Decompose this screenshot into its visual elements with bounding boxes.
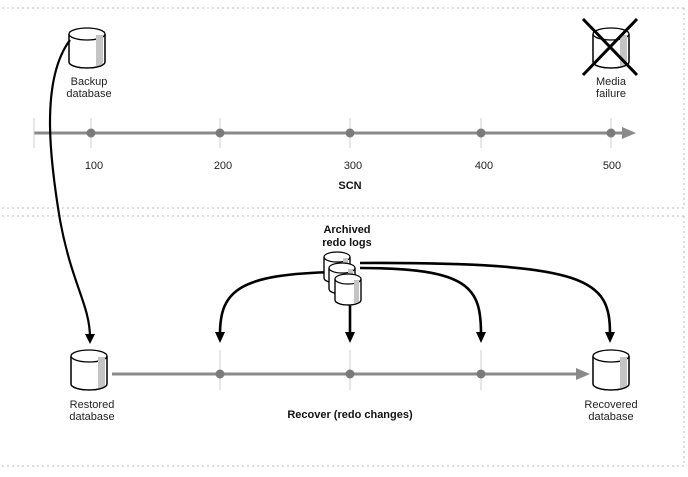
restored-label-line2: database (69, 411, 114, 423)
top-panel (2, 7, 685, 209)
tick-label-200: 200 (214, 160, 232, 172)
scn-ticks: 100 200 300 400 500 (85, 118, 621, 172)
recover-label: Recover (redo changes) (287, 409, 413, 421)
restored-database-icon (70, 349, 108, 391)
tick-300: 300 (344, 118, 362, 172)
tick-100: 100 (85, 118, 103, 172)
tick-label-500: 500 (603, 160, 621, 172)
archived-log-3-icon (334, 273, 362, 306)
recovered-label-line2: database (588, 411, 633, 423)
restore-arrow (48, 39, 92, 339)
recovered-label-line1: Recovered (584, 399, 637, 411)
scn-axis-label: SCN (338, 180, 361, 192)
archived-label-line1: Archived (323, 224, 370, 236)
tick-200: 200 (214, 118, 232, 172)
tick-400: 400 (475, 118, 493, 172)
tick-500: 500 (603, 118, 621, 172)
restored-label-line1: Restored (70, 399, 115, 411)
archived-label-line2: redo logs (322, 237, 372, 249)
recovery-axis (112, 368, 590, 380)
recovered-database-icon (592, 349, 630, 391)
x-mark-icon (581, 17, 639, 77)
media-failure-label-line2: failure (596, 88, 626, 100)
media-failure-label-line1: Media (596, 76, 627, 88)
recovery-point-400 (476, 369, 486, 379)
recovery-point-300 (345, 369, 355, 379)
tick-label-300: 300 (344, 160, 362, 172)
backup-database-icon (68, 27, 106, 69)
redo-arrows (215, 261, 615, 343)
tick-label-100: 100 (85, 160, 103, 172)
recovery-point-200 (215, 369, 225, 379)
tick-label-400: 400 (475, 160, 493, 172)
bottom-panel (2, 215, 685, 467)
backup-label-line2: database (66, 88, 111, 100)
recovery-points (215, 350, 486, 390)
backup-label-line1: Backup (71, 76, 108, 88)
scn-axis (33, 118, 636, 148)
